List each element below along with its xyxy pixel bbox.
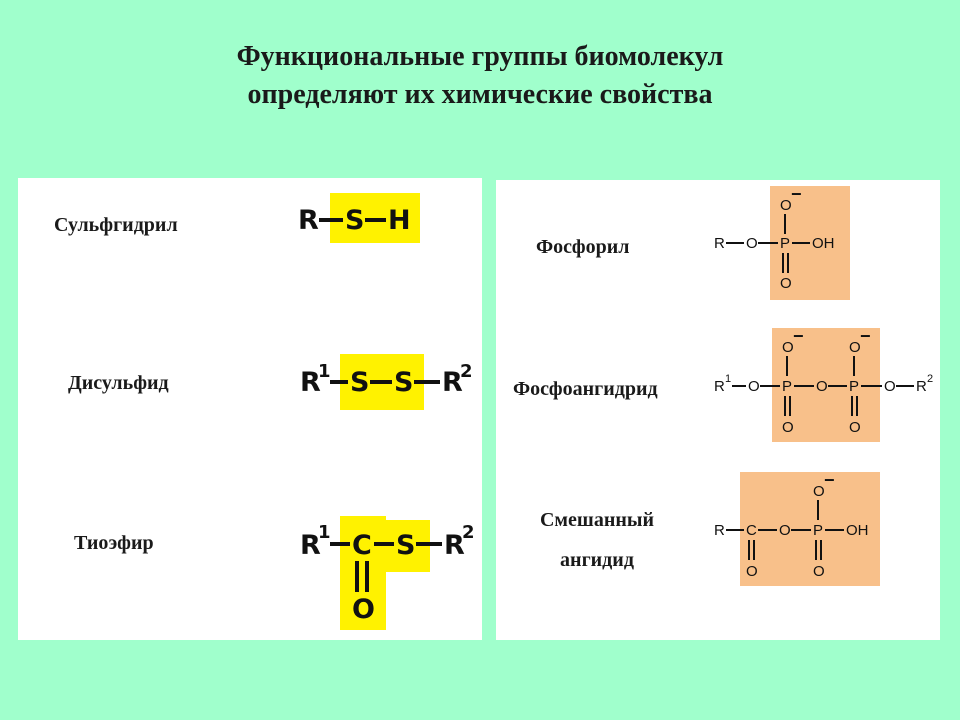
atom-r: R [300, 530, 321, 561]
atom-o: O [884, 378, 896, 395]
atom-r: R [300, 367, 321, 398]
atom-p: P [780, 235, 790, 252]
superscript-1: 1 [725, 373, 731, 385]
title-line-2: определяют их химические свойства [247, 79, 713, 110]
phosphoanhydride-label: Фосфоангидрид [513, 378, 658, 400]
disulfide-label: Дисульфид [68, 372, 169, 394]
phosphate-structures: O − R O P OH O O − O − R 1 O [714, 184, 933, 586]
atom-o: O [746, 563, 758, 580]
atom-r: R [442, 367, 463, 398]
mixed-anhydride-structure: O − R C O P OH O O [714, 470, 880, 586]
mixed-anhydride-label: Смешанный ангидид [512, 500, 682, 580]
atom-oh: OH [846, 522, 869, 539]
negative-charge: − [793, 326, 804, 346]
atom-o: O [816, 378, 828, 395]
superscript-2: 2 [462, 522, 475, 543]
atom-o: O [849, 339, 861, 356]
mixed-anhydride-label-line-2: ангидид [560, 549, 634, 571]
negative-charge: − [791, 184, 802, 204]
atom-o: O [780, 197, 792, 214]
atom-c: C [352, 530, 372, 561]
disulfide-structure: R 1 S S R 2 [300, 354, 473, 410]
atom-o: O [849, 419, 861, 436]
mixed-anhydride-label-line-1: Смешанный [539, 509, 654, 531]
atom-r: R [714, 522, 725, 539]
atom-o: O [780, 275, 792, 292]
title-line-1: Функциональные группы биомолекул [236, 41, 724, 72]
atom-o: O [813, 563, 825, 580]
atom-o: O [746, 235, 758, 252]
atom-o: O [779, 522, 791, 539]
atom-r: R [298, 205, 319, 236]
atom-o: O [782, 419, 794, 436]
superscript-2: 2 [927, 373, 933, 385]
atom-c: C [746, 522, 757, 539]
thioester-structure: R 1 C S R 2 O [300, 516, 475, 630]
phosphoryl-structure: O − R O P OH O [714, 184, 850, 300]
atom-s: S [394, 367, 413, 398]
sulfhydryl-structure: R S H [298, 193, 420, 243]
thioester-highlight [340, 516, 430, 630]
atom-r: R [444, 530, 465, 561]
atom-o: O [782, 339, 794, 356]
atom-h: H [388, 205, 411, 236]
atom-o: O [352, 594, 375, 625]
atom-p: P [813, 522, 823, 539]
atom-s: S [345, 205, 364, 236]
atom-oh: OH [812, 235, 835, 252]
superscript-2: 2 [460, 361, 473, 382]
atom-r: R [714, 378, 725, 395]
superscript-1: 1 [318, 522, 331, 543]
sulfhydryl-label: Сульфгидрил [54, 214, 178, 236]
thioester-label: Тиоэфир [74, 532, 154, 554]
negative-charge: − [824, 470, 835, 490]
sulfur-structures: R S H R 1 S S R 2 R 1 C S [298, 193, 475, 630]
phosphoanhydride-structure: O − O − R 1 O P O P O R 2 O O [714, 326, 933, 442]
negative-charge: − [860, 326, 871, 346]
atom-s: S [396, 530, 415, 561]
sulfur-groups-panel: Сульфгидрил Дисульфид Тиоэфир R S H R 1 … [18, 178, 482, 640]
phosphoryl-label: Фосфорил [536, 236, 630, 258]
atom-o: O [813, 483, 825, 500]
atom-o: O [748, 378, 760, 395]
atom-p: P [849, 378, 859, 395]
atom-s: S [350, 367, 369, 398]
slide-title: Функциональные группы биомолекул определ… [0, 38, 960, 114]
atom-r: R [916, 378, 927, 395]
atom-r: R [714, 235, 725, 252]
atom-p: P [782, 378, 792, 395]
phosphate-groups-panel: Фосфорил Фосфоангидрид Смешанный ангидид… [496, 180, 940, 640]
superscript-1: 1 [318, 361, 331, 382]
